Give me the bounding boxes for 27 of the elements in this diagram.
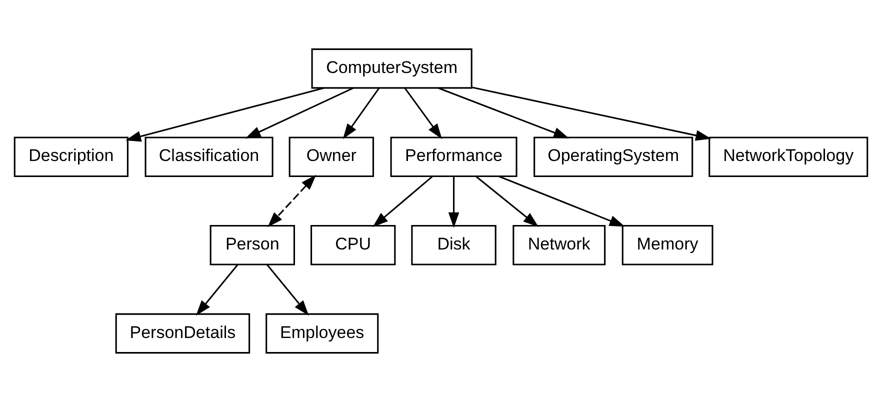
arrow bbox=[266, 264, 309, 316]
node-box: Employees bbox=[266, 312, 379, 354]
node-box: Network bbox=[512, 224, 606, 265]
node-box: NetworkTopology bbox=[708, 136, 868, 176]
node-box: Description bbox=[14, 136, 128, 176]
arrow bbox=[472, 86, 712, 140]
arrow bbox=[476, 175, 539, 227]
arrow bbox=[268, 174, 316, 227]
arrow bbox=[245, 86, 354, 138]
arrow bbox=[196, 264, 238, 316]
arrow bbox=[372, 175, 433, 227]
node-box: ComputerSystem bbox=[311, 48, 472, 88]
arrow bbox=[498, 175, 625, 226]
node-box: Memory bbox=[622, 224, 714, 265]
node-box: Classification bbox=[144, 136, 274, 176]
arrow bbox=[438, 86, 570, 138]
node-box: Disk bbox=[411, 224, 496, 265]
arrow bbox=[404, 87, 442, 139]
node-box: PersonDetails bbox=[115, 312, 250, 354]
node-box: OperatingSystem bbox=[534, 136, 694, 176]
arrow bbox=[342, 87, 380, 139]
node-box: Performance bbox=[390, 136, 518, 176]
node-box: CPU bbox=[310, 224, 396, 265]
node-box: Owner bbox=[288, 136, 374, 176]
node-box: Person bbox=[210, 224, 295, 265]
arrow bbox=[125, 86, 324, 142]
arrow bbox=[448, 176, 460, 228]
